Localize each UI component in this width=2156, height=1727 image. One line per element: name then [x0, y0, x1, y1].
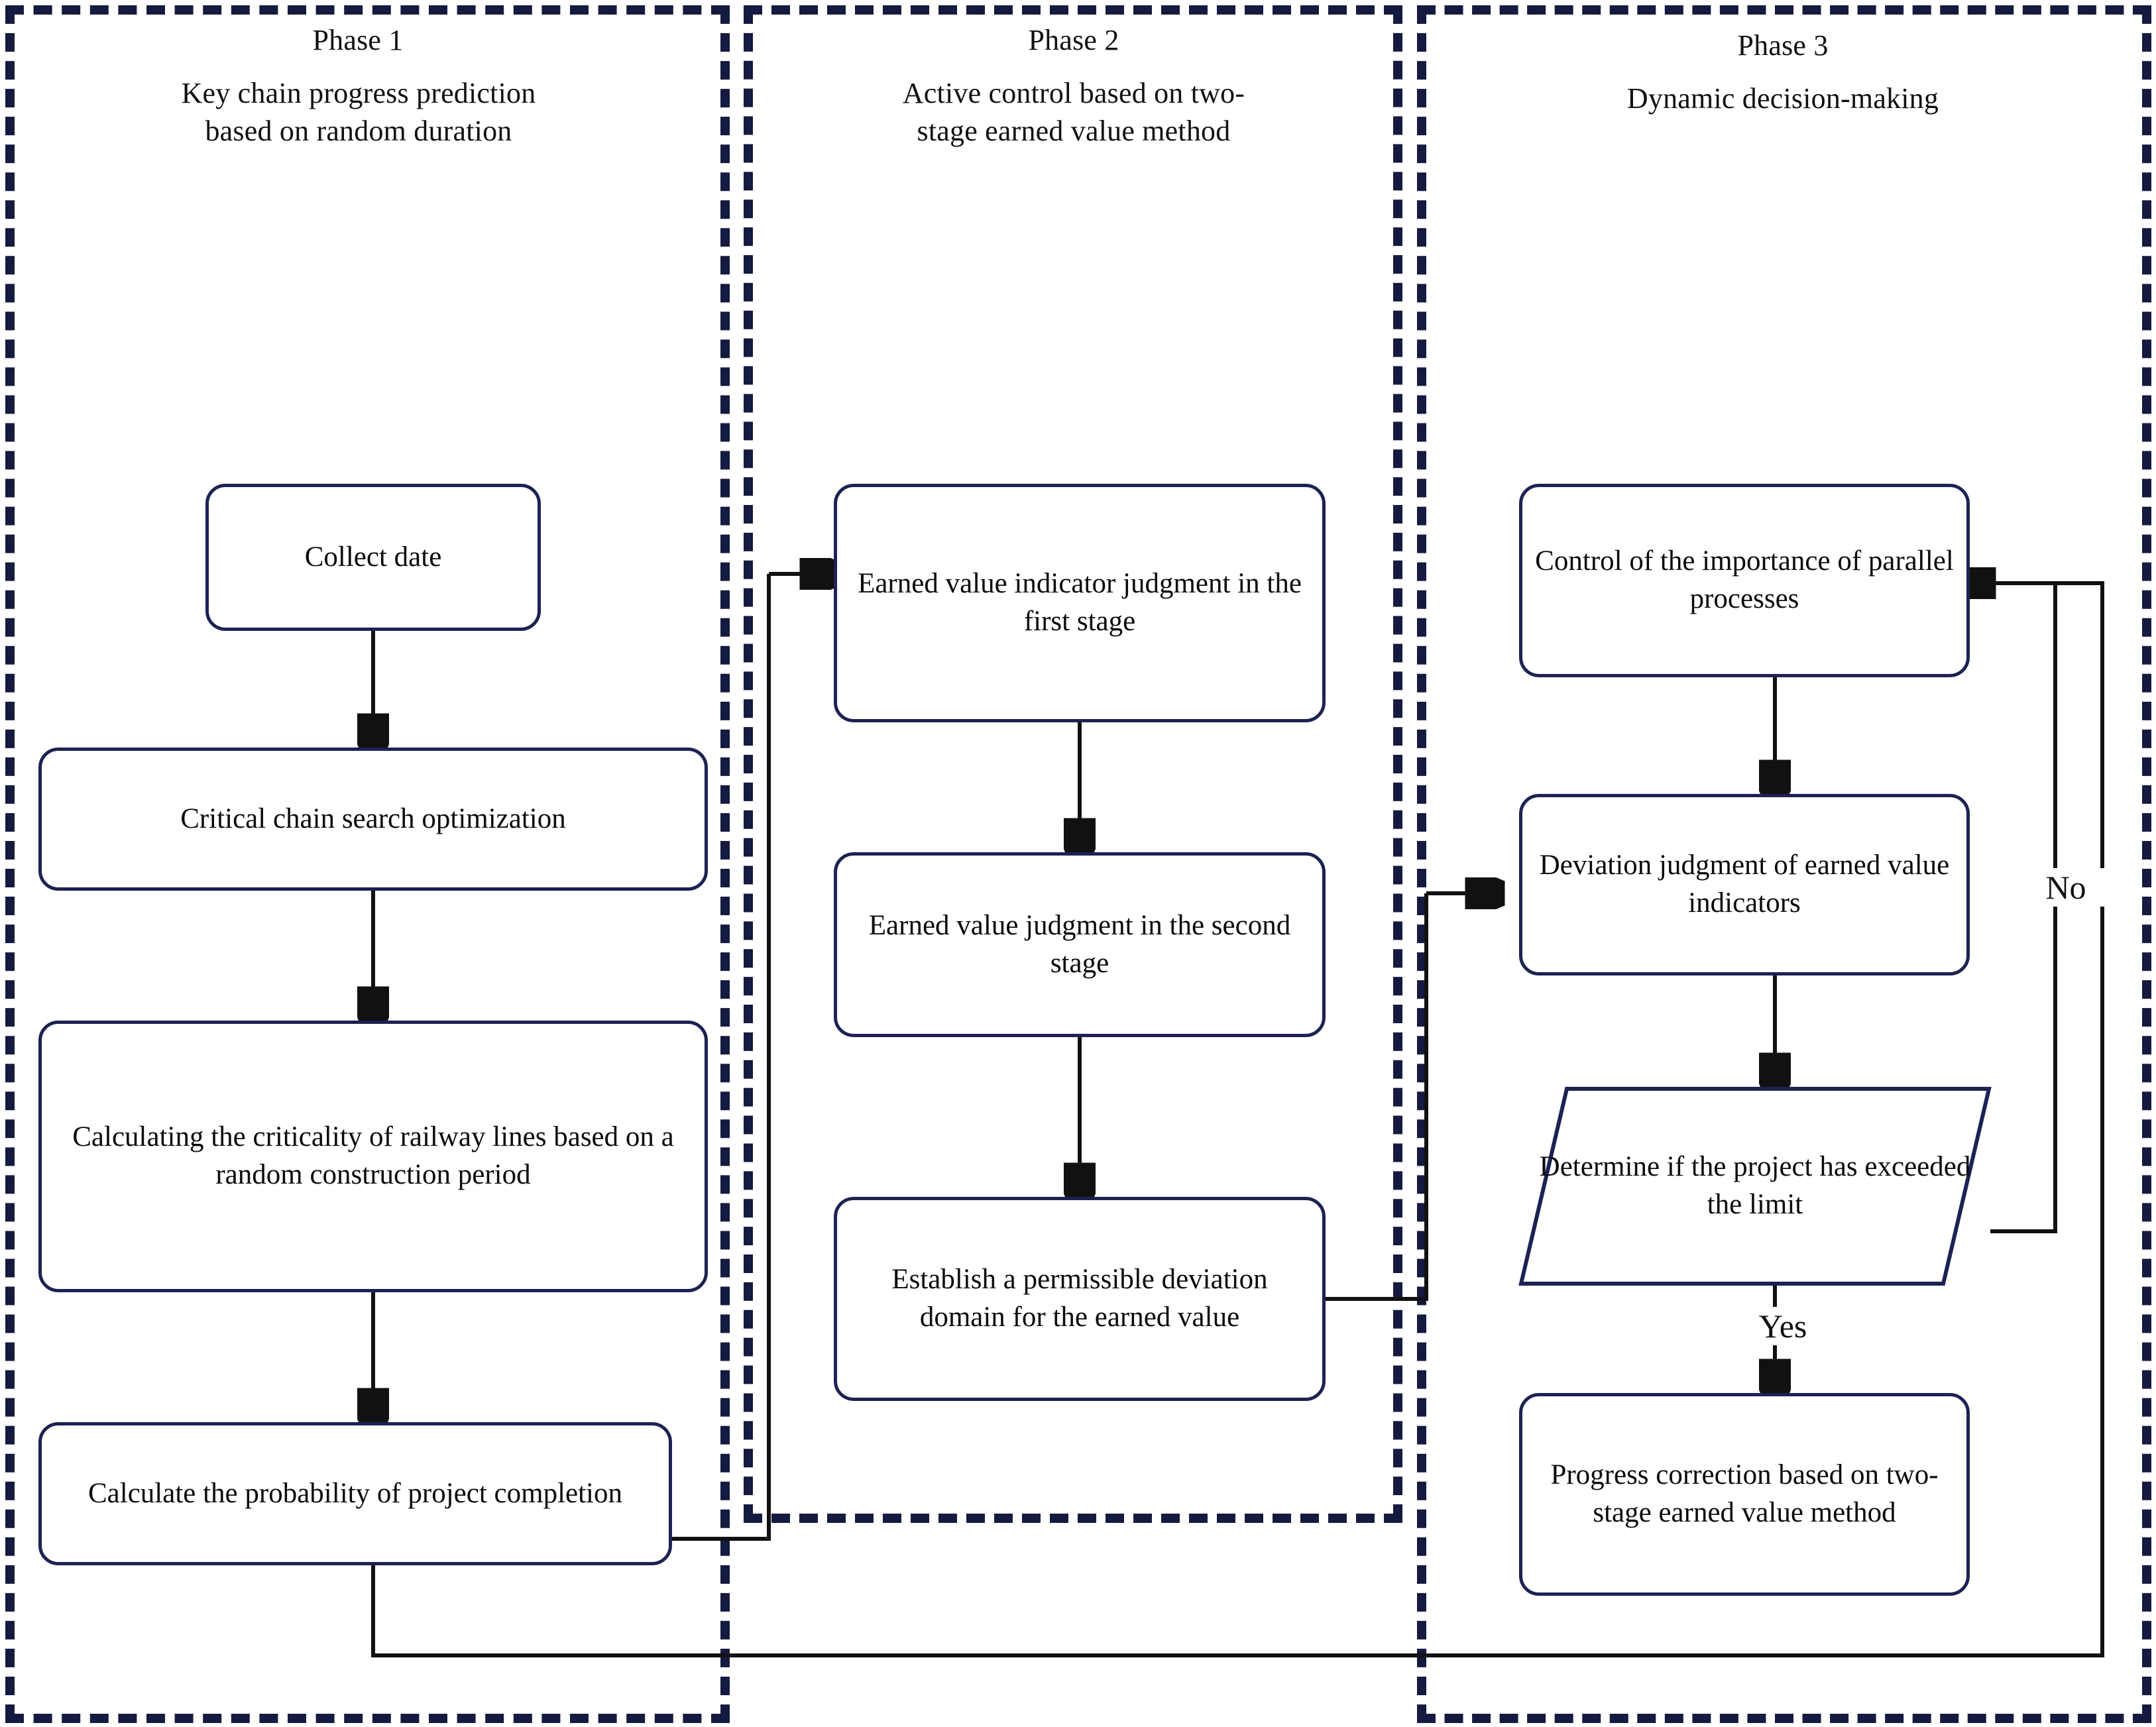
phase-1-subtitle: Key chain progress prediction based on r… — [181, 77, 536, 148]
phase-1-title: Phase 1 — [312, 24, 404, 56]
phase-2-container — [744, 5, 1402, 1523]
phase-3-container — [1417, 5, 2151, 1723]
node-control-importance[interactable]: Control of the importance of parallel pr… — [1519, 484, 1970, 677]
node-ev-indicator-first-stage-label: Earned value indicator judgment in the f… — [858, 568, 1302, 637]
node-ev-judgment-second-stage[interactable]: Earned value judgment in the second stag… — [834, 852, 1326, 1037]
edge-global-feedback — [371, 581, 2104, 1657]
phase-1-container — [5, 5, 730, 1723]
edge-no-loop — [1969, 581, 2057, 1233]
node-permissible-deviation-label: Establish a permissible deviation domain… — [891, 1264, 1268, 1333]
node-collect-date-label: Collect date — [304, 541, 442, 573]
edge-label-yes: Yes — [1736, 1307, 1829, 1345]
phase-2-subtitle: Active control based on two-stage earned… — [902, 77, 1245, 148]
node-deviation-judgment[interactable]: Deviation judgment of earned value indic… — [1519, 794, 1970, 975]
node-calculate-probability[interactable]: Calculate the probability of project com… — [38, 1422, 672, 1565]
parallelogram-shape — [1518, 1087, 1992, 1286]
node-calculating-criticality[interactable]: Calculating the criticality of railway l… — [38, 1021, 708, 1292]
node-calculate-probability-label: Calculate the probability of project com… — [88, 1477, 622, 1509]
node-critical-chain-search-label: Critical chain search optimization — [180, 803, 566, 834]
node-progress-correction[interactable]: Progress correction based on two-stage e… — [1519, 1393, 1970, 1596]
edge-phase1-to-phase2 — [672, 574, 771, 1541]
phase-3-subtitle: Dynamic decision-making — [1626, 82, 1939, 115]
node-permissible-deviation[interactable]: Establish a permissible deviation domain… — [834, 1197, 1326, 1401]
node-ev-judgment-second-stage-label: Earned value judgment in the second stag… — [868, 909, 1291, 979]
node-critical-chain-search[interactable]: Critical chain search optimization — [38, 748, 708, 891]
node-control-importance-label: Control of the importance of parallel pr… — [1535, 545, 1954, 614]
node-deviation-judgment-label: Deviation judgment of earned value indic… — [1539, 850, 1950, 919]
node-ev-indicator-first-stage[interactable]: Earned value indicator judgment in the f… — [834, 484, 1326, 722]
node-determine-exceeded[interactable]: Determine if the project has exceeded th… — [1518, 1087, 1992, 1286]
phase-2-title: Phase 2 — [1028, 24, 1119, 56]
edge-label-no: No — [2023, 868, 2109, 907]
edge-phase2-to-phase3 — [1323, 893, 1428, 1301]
phase-3-title: Phase 3 — [1737, 29, 1829, 62]
node-collect-date[interactable]: Collect date — [205, 484, 541, 631]
node-progress-correction-label: Progress correction based on two-stage e… — [1550, 1459, 1939, 1528]
node-calculating-criticality-label: Calculating the criticality of railway l… — [72, 1121, 674, 1190]
